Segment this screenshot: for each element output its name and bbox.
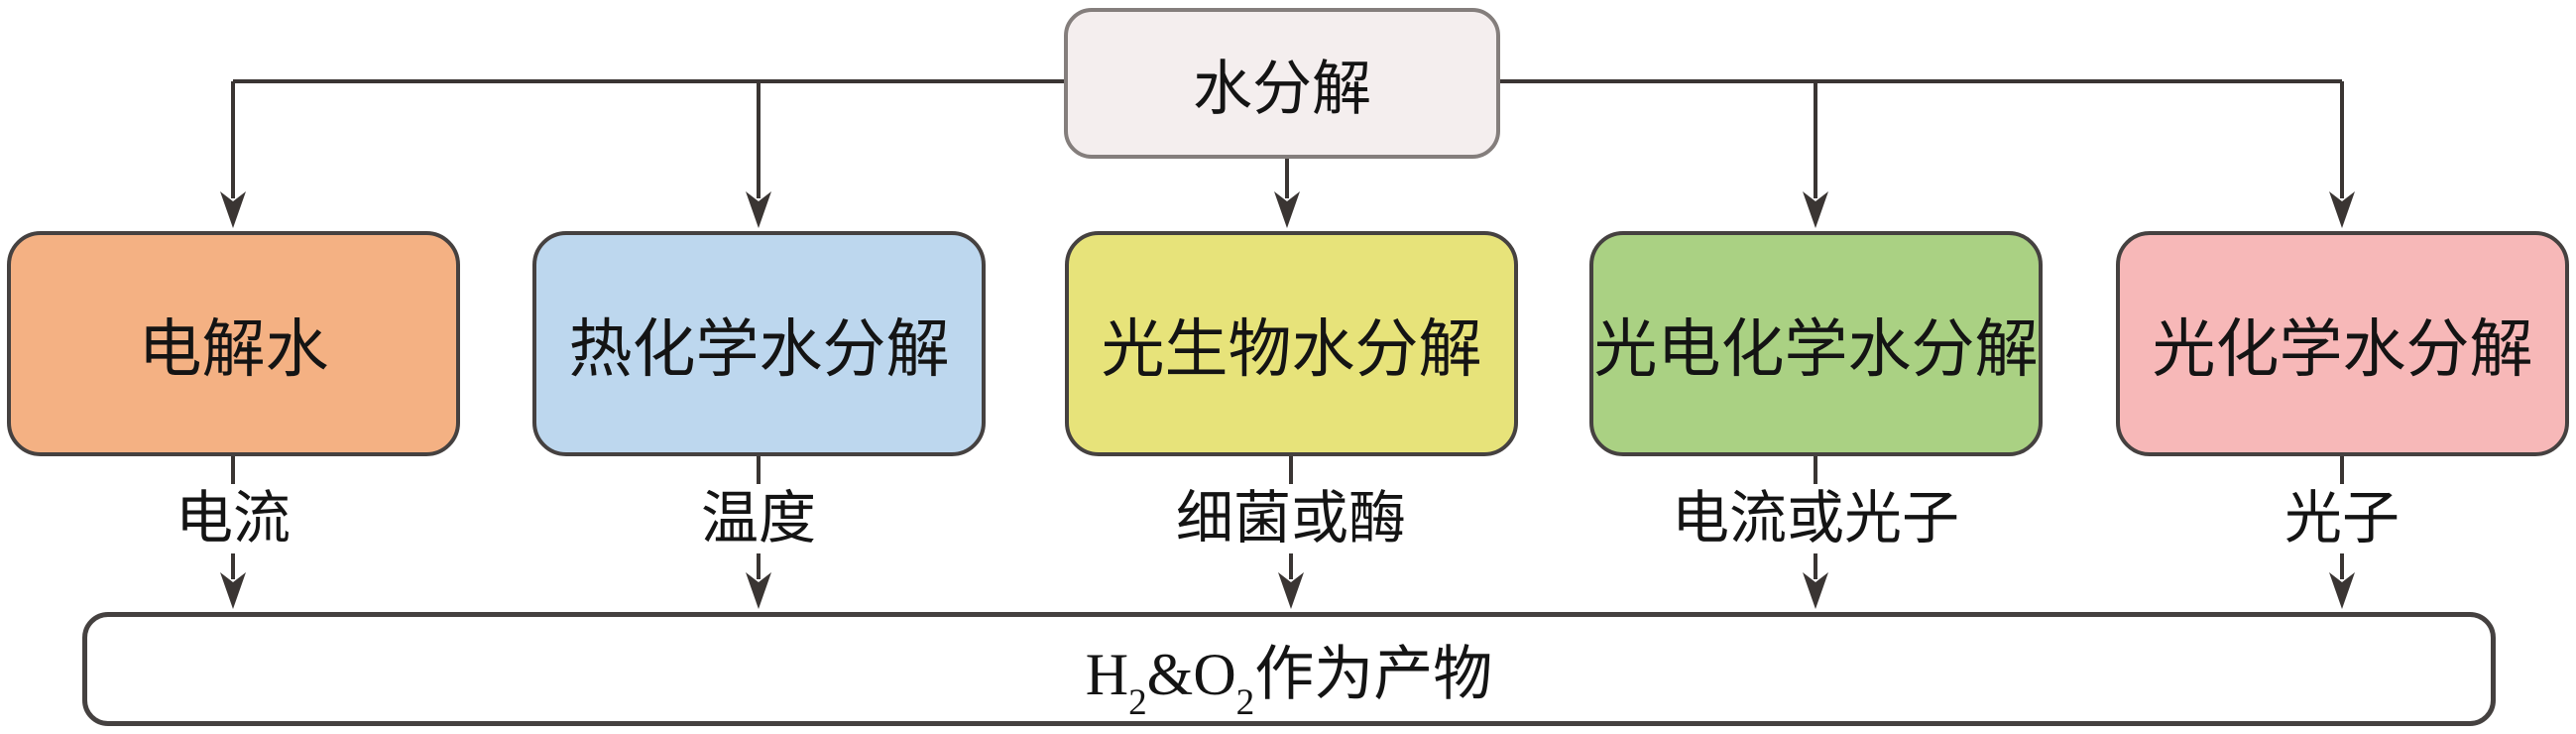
arrow-down-icon <box>1274 191 1300 228</box>
method-node-label: 热化学水分解 <box>568 313 950 385</box>
arrow-down-icon <box>1803 191 1828 228</box>
method-node-label: 光电化学水分解 <box>1593 313 2039 385</box>
input-label-current-or-photons: 电流或光子 <box>1671 486 1960 550</box>
input-label-current: 电流 <box>175 486 292 550</box>
method-node-label: 电解水 <box>138 313 329 385</box>
product-formula-h: H <box>1085 642 1129 707</box>
product-suffix-text: 作为产物 <box>1254 642 1493 707</box>
method-node-thermochemical: 热化学水分解 <box>532 231 986 456</box>
product-formula-o-subscript: 2 <box>1235 681 1255 723</box>
input-label-bacteria-or-enzyme: 细菌或酶 <box>1175 486 1407 550</box>
arrow-down-icon <box>746 572 771 609</box>
product-formula-h-subscript: 2 <box>1128 681 1147 723</box>
arrow-down-icon <box>1803 572 1828 609</box>
method-node-photochemical: 光化学水分解 <box>2116 231 2569 456</box>
root-node-label: 水分解 <box>1193 56 1371 122</box>
product-formula-o: &O <box>1146 642 1236 707</box>
arrow-down-icon <box>746 191 771 228</box>
input-label-temperature: 温度 <box>700 486 817 550</box>
method-node-label: 光生物水分解 <box>1101 313 1482 385</box>
product-node-label: H2&O2作为产物 <box>1085 626 1493 721</box>
arrow-down-icon <box>1278 572 1304 609</box>
arrow-down-icon <box>220 572 246 609</box>
input-label-photons: 光子 <box>2283 486 2400 550</box>
root-node-water-splitting: 水分解 <box>1064 8 1500 159</box>
method-node-electrolysis: 电解水 <box>7 231 460 456</box>
method-node-photobiological: 光生物水分解 <box>1065 231 1518 456</box>
arrow-down-icon <box>220 191 246 228</box>
arrow-down-icon <box>2329 191 2355 228</box>
product-node-h2-o2: H2&O2作为产物 <box>82 612 2496 726</box>
method-node-photoelectrochemical: 光电化学水分解 <box>1589 231 2043 456</box>
method-node-label: 光化学水分解 <box>2152 313 2533 385</box>
arrow-down-icon <box>2329 572 2355 609</box>
